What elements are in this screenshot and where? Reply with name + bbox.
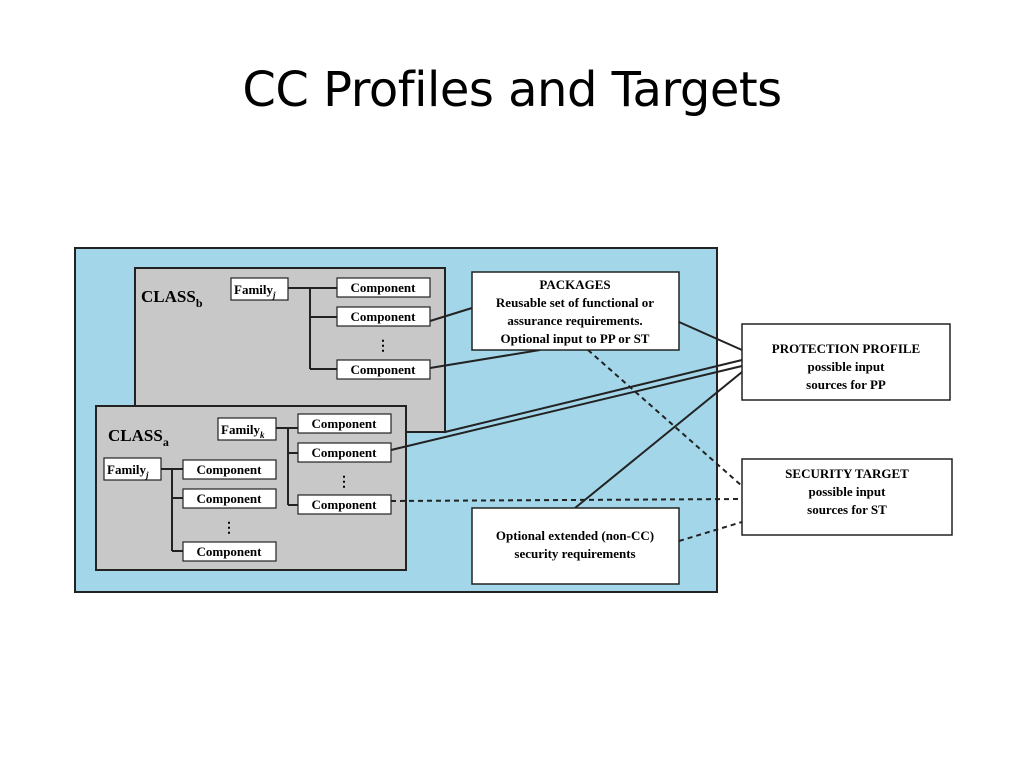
class-b-component-label: Component	[350, 309, 416, 324]
class-a-family-j-component-label: Component	[196, 491, 262, 506]
packages-line: Reusable set of functional or	[496, 295, 654, 310]
class-b-component-box	[336, 277, 431, 298]
class-b-label: CLASSb	[141, 287, 203, 310]
class-a-family-j-name: Family	[107, 462, 146, 477]
class-a-family-k-label: Familyk	[221, 422, 265, 440]
class-a-family-j-component-label: Component	[196, 462, 262, 477]
packages-box	[471, 271, 680, 351]
packages-line: assurance requirements.	[507, 313, 642, 328]
class-a-family-k-subscript: k	[260, 430, 265, 440]
dashed-connectors	[390, 349, 743, 542]
class-a-family-k-name: Family	[221, 422, 260, 437]
protection-profile-title: PROTECTION PROFILE	[772, 341, 920, 356]
security-target-line: possible input	[809, 484, 887, 499]
class-a-family-k-component-label: Component	[311, 497, 377, 512]
class-a-family-k-component-box	[297, 413, 392, 434]
slide-title: CC Profiles and Targets	[242, 62, 782, 118]
class-a-family-k-component-box	[297, 442, 392, 463]
extended-requirements-line: security requirements	[514, 546, 635, 561]
class-b-name: CLASS	[141, 287, 196, 306]
class-b-family-label: Familyj	[234, 282, 276, 300]
class-a-family-j-component-box	[182, 459, 277, 480]
packages-line: Optional input to PP or ST	[501, 331, 650, 346]
solid-connectors	[390, 307, 743, 509]
security-target-box	[741, 458, 953, 536]
security-target-line: sources for ST	[807, 502, 887, 517]
class-a-family-j-subscript: j	[144, 470, 149, 480]
class-a-family-k-component-box	[297, 494, 392, 515]
class-a-name: CLASS	[108, 426, 163, 445]
class-a-family-j-tree-lines	[161, 468, 183, 552]
class-b-subscript: b	[196, 296, 203, 310]
class-a-family-k-component-label: Component	[311, 445, 377, 460]
protection-profile-box	[741, 323, 951, 401]
class-a-family-j-component-box	[182, 488, 277, 509]
ellipsis-dots: ⋮	[337, 475, 351, 490]
class-b-component-box	[336, 306, 431, 327]
protection-profile-line: possible input	[808, 359, 886, 374]
class-a-family-k-tree-lines	[276, 427, 298, 506]
extended-requirements-line: Optional extended (non-CC)	[496, 528, 654, 543]
class-a-family-j-component-box	[182, 541, 277, 562]
class-a-family-k-component-label: Component	[311, 416, 377, 431]
class-b-component-label: Component	[350, 280, 416, 295]
class-b-component-label: Component	[350, 362, 416, 377]
class-b-component-box	[336, 359, 431, 380]
class-b-family-name: Family	[234, 282, 273, 297]
class-a-family-j-label: Familyj	[107, 462, 149, 480]
packages-title: PACKAGES	[539, 277, 610, 292]
ellipsis-dots: ⋮	[222, 521, 236, 536]
protection-profile-line: sources for PP	[806, 377, 886, 392]
class-b-family-subscript: j	[271, 290, 276, 300]
class-a-label: CLASSa	[108, 426, 169, 449]
class-a-family-j-component-label: Component	[196, 544, 262, 559]
class-b-tree-lines	[288, 287, 337, 370]
ellipsis-dots: ⋮	[376, 339, 390, 354]
extended-requirements-box	[471, 507, 680, 585]
security-target-title: SECURITY TARGET	[785, 466, 909, 481]
class-a-subscript: a	[163, 435, 169, 449]
